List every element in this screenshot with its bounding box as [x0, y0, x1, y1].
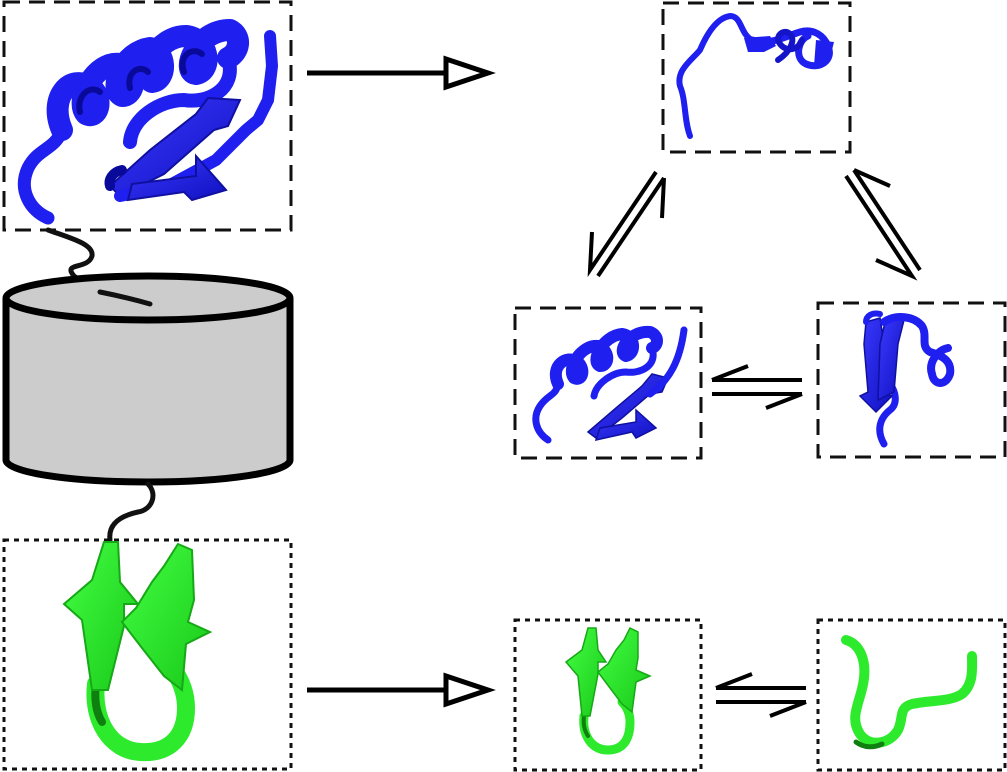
dashed-frame-top-left	[2, 0, 293, 232]
blue-partially-folded-icon	[676, 13, 834, 139]
equilibrium-green-horizontal	[715, 672, 807, 718]
dashed-frame-blue-right	[816, 301, 1007, 459]
equilibrium-top-right	[844, 168, 922, 281]
unfolded-green-chain-icon-large	[62, 541, 213, 762]
construct-top-domain	[2, 0, 293, 232]
dotted-frame-green-right	[816, 618, 1007, 772]
folded-blue-protein-icon	[17, 19, 279, 225]
equilibrium-top-left	[587, 170, 666, 278]
gray-cylinder-icon	[2, 272, 294, 486]
folded-blue-protein-icon-small	[532, 325, 688, 444]
arrow-bottom	[307, 672, 496, 708]
dotted-frame-green-left	[513, 618, 703, 772]
dotted-frame-bottom-left	[2, 538, 293, 771]
arrow-top	[307, 55, 496, 91]
equilibrium-blue-horizontal	[711, 364, 803, 410]
state-green-folded	[513, 618, 703, 772]
dashed-frame-blue-left	[513, 306, 703, 460]
state-blue-right	[816, 301, 1007, 459]
folded-green-hairpin-icon	[564, 626, 652, 755]
state-blue-top	[661, 1, 852, 154]
state-blue-left	[513, 306, 703, 460]
state-green-unfolded	[816, 618, 1007, 772]
alternate-blue-fold-icon	[858, 310, 955, 448]
dashed-frame-blue-top	[661, 1, 852, 154]
linker-bottom	[107, 481, 156, 543]
unfolded-green-chain-icon	[841, 635, 978, 750]
construct-bottom-domain	[2, 538, 293, 771]
